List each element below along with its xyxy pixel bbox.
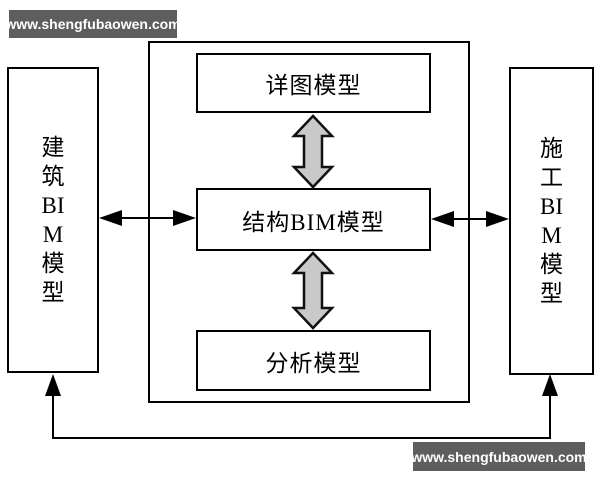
analysis-model-box: 分析模型 <box>196 330 431 391</box>
watermark-banner-bottom: www.shengfubaowen.com <box>411 442 587 471</box>
building-structure-arrow-icon <box>99 210 196 226</box>
structure-bim-model-box: 结构BIM模型 <box>196 188 431 251</box>
building-bim-model-label: 建筑BIM模型 <box>41 135 65 305</box>
watermark-banner-top: www.shengfubaowen.com <box>5 10 181 38</box>
structure-construction-arrow-icon <box>431 211 509 227</box>
detail-model-label: 详图模型 <box>265 73 362 98</box>
building-construction-connector-icon <box>45 374 558 439</box>
analysis-model-label: 分析模型 <box>265 350 362 376</box>
building-bim-model-box: 建筑BIM模型 <box>7 67 99 373</box>
central-group-frame <box>148 41 470 403</box>
construction-bim-model-label: 施工BIM模型 <box>540 136 563 306</box>
structure-analysis-block-arrow-icon <box>291 251 335 330</box>
construction-bim-model-box: 施工BIM模型 <box>509 67 594 375</box>
detail-model-box: 详图模型 <box>196 53 431 113</box>
detail-structure-block-arrow-icon <box>291 114 335 189</box>
structure-bim-model-label: 结构BIM模型 <box>242 209 385 235</box>
